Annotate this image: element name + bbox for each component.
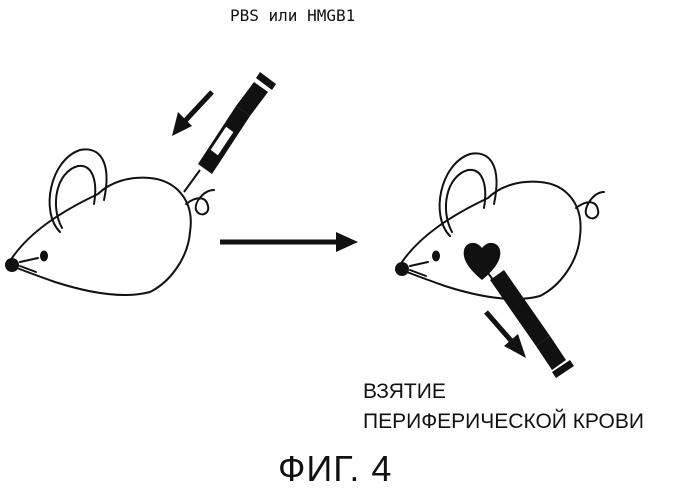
process-arrow-icon [220,232,358,252]
figure-caption: ФИГ. 4 [278,448,392,490]
mouse-right-eye [432,251,440,262]
mouse-left-icon [12,149,214,295]
heart-icon [464,243,501,280]
injection-arrow-icon [172,92,212,136]
syringe-injection-icon [184,72,276,192]
mouse-left-eye [40,251,48,262]
blood-collection-label-line1: ВЗЯТИЕ [363,380,446,404]
mouse-right-nose [395,262,409,276]
blood-collection-label-line2: ПЕРИФЕРИЧЕСКОЙ КРОВИ [363,410,644,434]
mouse-left-nose [5,258,19,272]
injection-label: PBS или HMGB1 [230,6,355,25]
